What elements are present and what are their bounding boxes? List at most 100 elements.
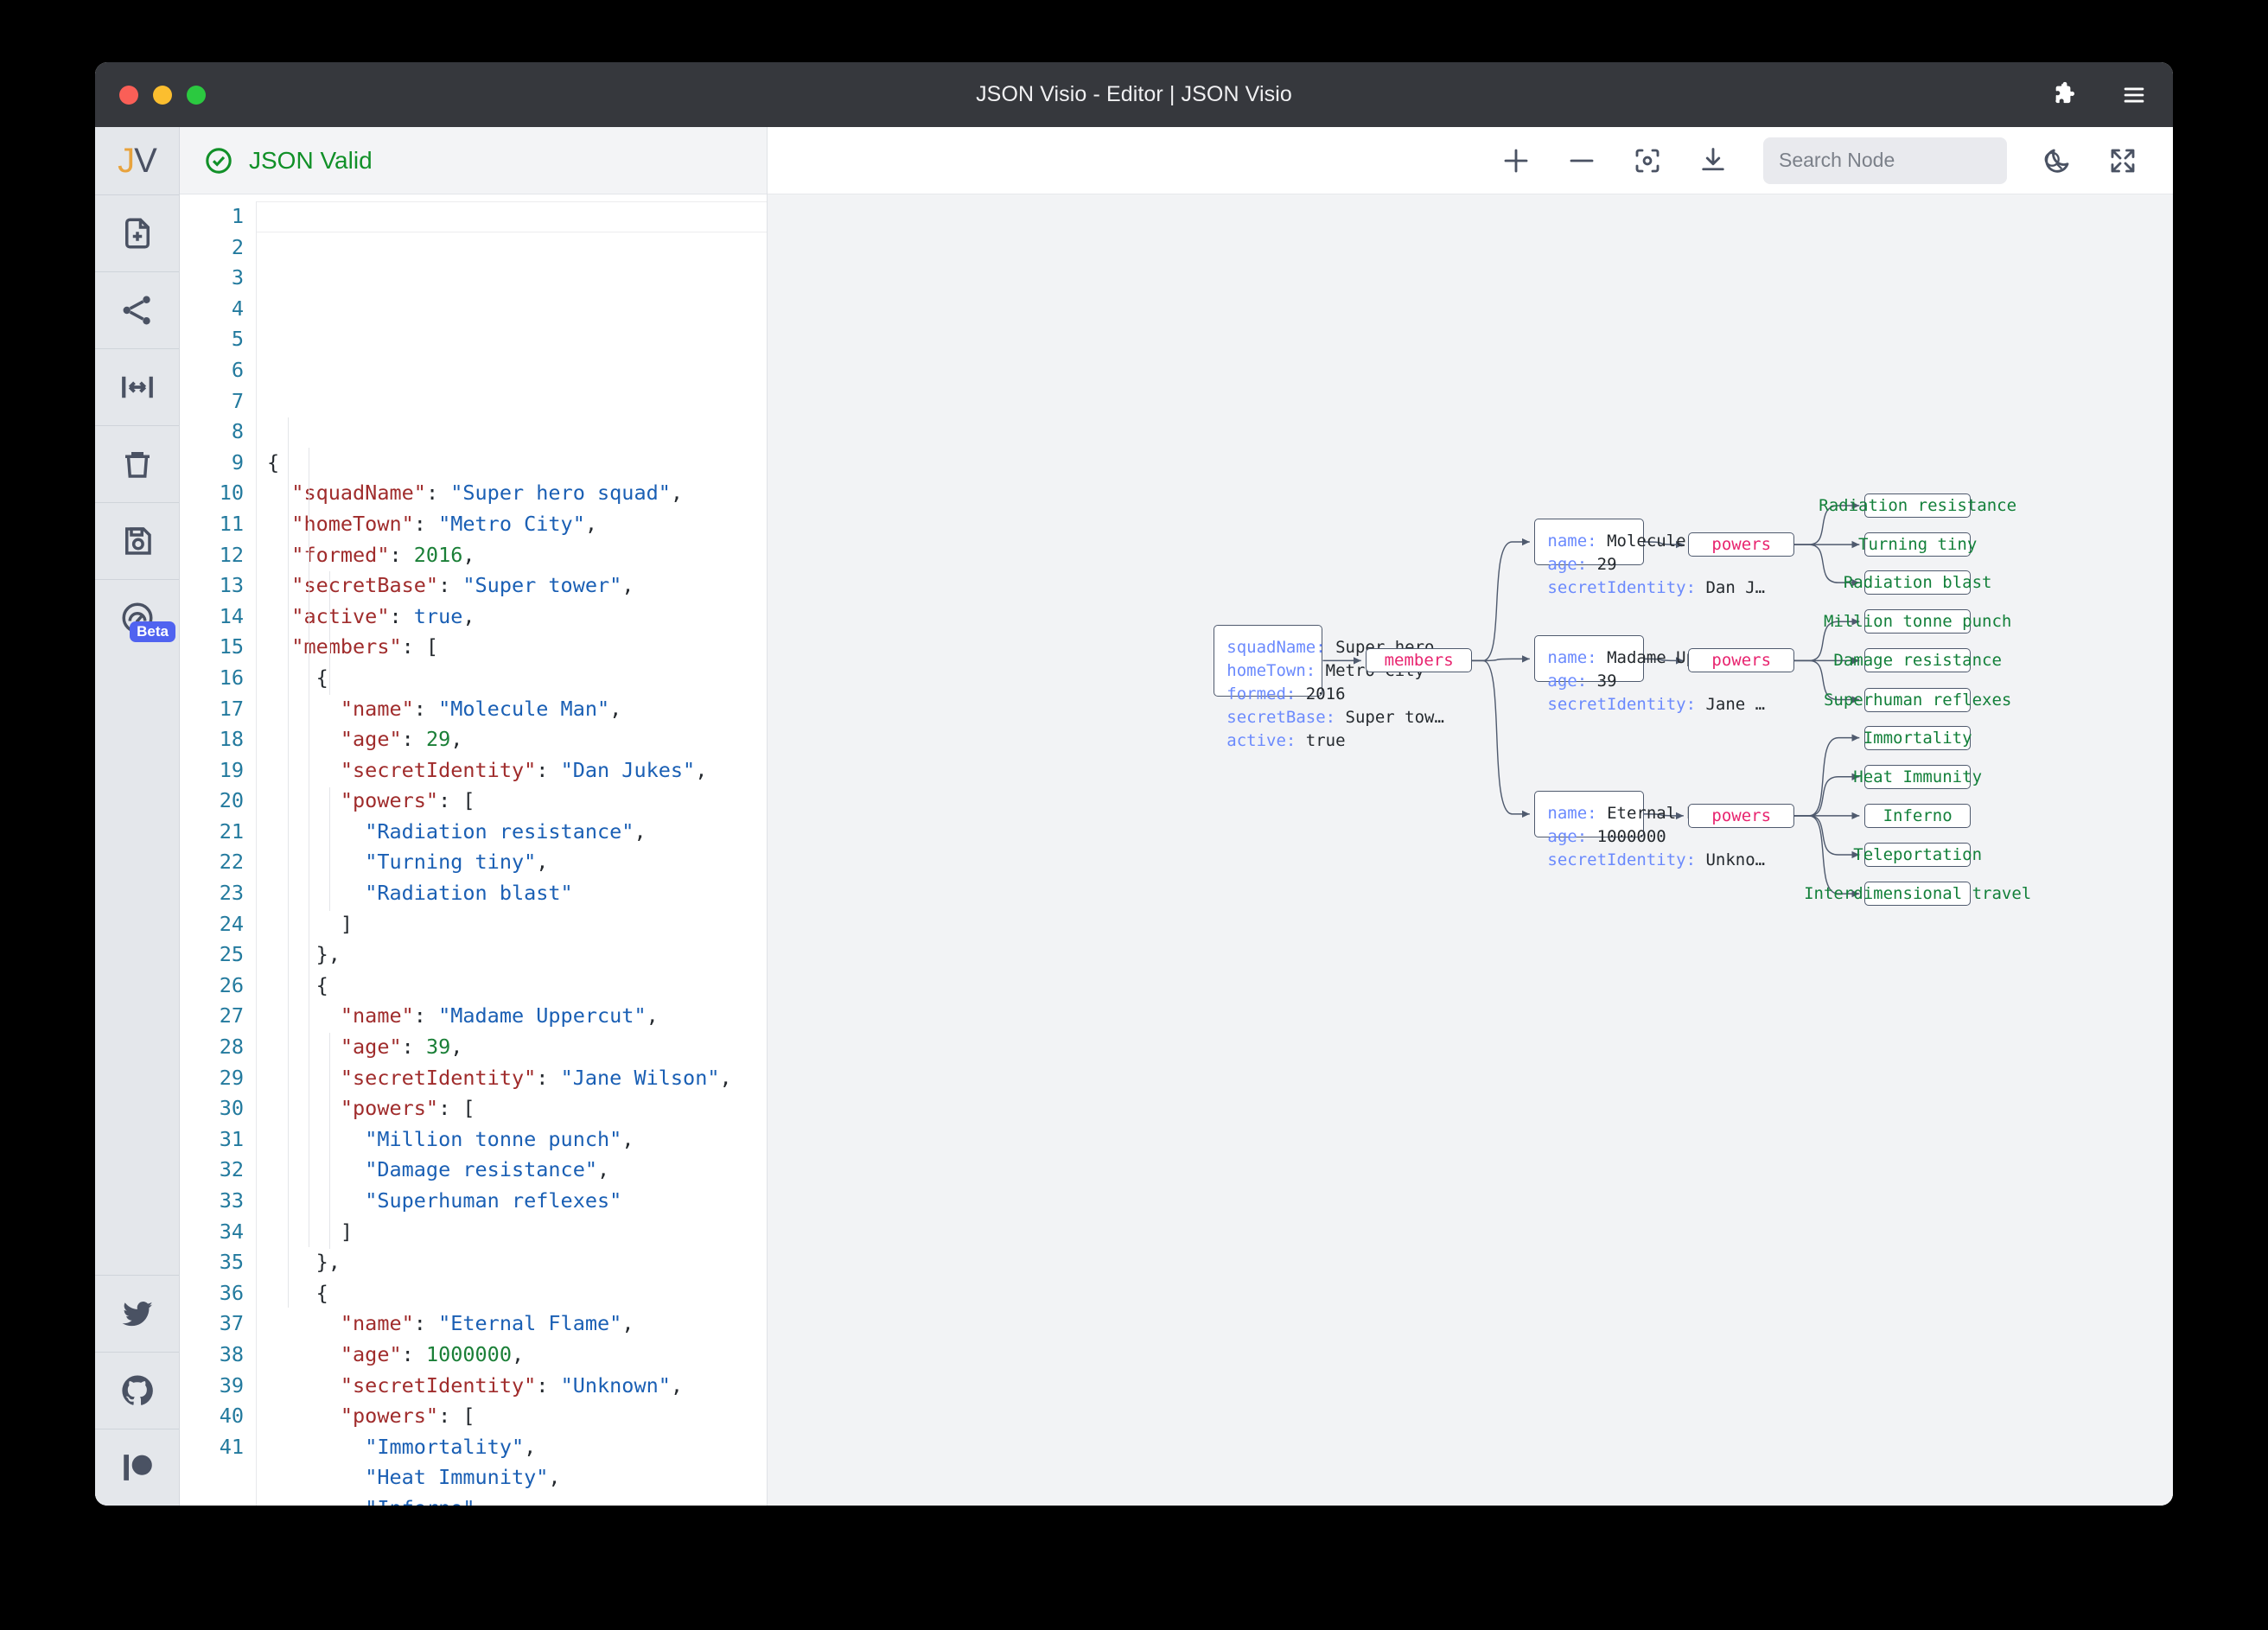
expand-horizontal-icon[interactable] xyxy=(95,348,179,425)
node-row-value: 2016 xyxy=(1305,684,1346,704)
graph-node-leaf[interactable]: Million tonne punch xyxy=(1824,609,2011,634)
line-number: 18 xyxy=(219,727,244,752)
new-file-icon[interactable] xyxy=(95,194,179,271)
node-row: age: 29 xyxy=(1547,553,1630,576)
graph-node-leaf[interactable]: Superhuman reflexes xyxy=(1824,687,2011,712)
node-row-value: true xyxy=(1305,731,1346,751)
patreon-icon[interactable] xyxy=(95,1429,179,1506)
graph-node-leaf[interactable]: Inferno xyxy=(1863,803,1972,828)
graph-node-leaf[interactable]: Turning tiny xyxy=(1858,532,1977,557)
code-line: "Damage resistance", xyxy=(365,1157,610,1182)
graph-node-parent[interactable]: powers xyxy=(1688,803,1794,828)
code-line: "age": 29, xyxy=(340,727,463,752)
line-number: 16 xyxy=(219,665,244,690)
gauge-icon[interactable]: Beta xyxy=(95,579,179,656)
graph-node-leaf[interactable]: Damage resistance xyxy=(1833,648,2002,673)
node-row: secretIdentity: Jane … xyxy=(1547,693,1765,716)
logo-letter-v: V xyxy=(134,141,157,180)
node-row-value: 39 xyxy=(1596,672,1617,691)
graph-edge xyxy=(1793,815,1860,898)
editor-status-bar: JSON Valid xyxy=(180,127,767,194)
node-row: formed: 2016 xyxy=(1226,683,1345,706)
line-number: 5 xyxy=(231,327,244,352)
line-number: 39 xyxy=(219,1372,244,1398)
graph-viewport[interactable]: squadName: Super hero…homeTown: Metro Ci… xyxy=(768,194,2173,1506)
node-row-key: name: xyxy=(1547,803,1608,823)
graph-node-leaf[interactable]: Teleportation xyxy=(1853,842,1982,868)
save-icon[interactable] xyxy=(95,502,179,579)
plus-icon[interactable] xyxy=(1500,145,1532,176)
focus-center-icon[interactable] xyxy=(1632,145,1663,176)
close-button[interactable] xyxy=(119,85,138,105)
line-number: 11 xyxy=(219,511,244,536)
graph-node-leaf[interactable]: Interdimensional travel xyxy=(1804,882,2031,907)
line-number: 23 xyxy=(219,881,244,906)
graph-node-object[interactable]: squadName: Super hero…homeTown: Metro Ci… xyxy=(1214,625,1444,750)
window-title: JSON Visio - Editor | JSON Visio xyxy=(976,82,1292,106)
moon-icon[interactable] xyxy=(2042,145,2073,176)
line-number: 40 xyxy=(219,1404,244,1429)
line-number: 37 xyxy=(219,1311,244,1336)
share-graph-icon[interactable] xyxy=(95,271,179,348)
graph-node-parent[interactable]: members xyxy=(1366,648,1472,673)
code-line: "secretIdentity": "Jane Wilson", xyxy=(340,1065,732,1090)
check-circle-icon xyxy=(204,146,233,175)
code-line: "Inferno", xyxy=(267,1493,767,1506)
node-row-key: age: xyxy=(1547,554,1597,574)
line-number: 1 xyxy=(231,204,244,228)
code-line: "name": "Madame Uppercut", xyxy=(340,1003,659,1028)
line-number: 27 xyxy=(219,1003,244,1028)
graph-edge xyxy=(1793,659,1860,704)
graph-node-parent[interactable]: powers xyxy=(1688,648,1794,673)
graph-edge xyxy=(1643,812,1684,820)
search-node-box[interactable] xyxy=(1763,137,2063,184)
line-number: 24 xyxy=(219,911,244,936)
line-number: 36 xyxy=(219,1280,244,1305)
code-content[interactable]: { "squadName": "Super hero squad", "home… xyxy=(257,201,767,1506)
code-line: "name": "Molecule Man", xyxy=(340,696,622,721)
node-row-key: name: xyxy=(1547,648,1608,668)
node-row: name: Madame Uppercut xyxy=(1547,646,1755,670)
graph-node-leaf[interactable]: Immortality xyxy=(1863,725,1972,750)
graph-node-leaf[interactable]: Radiation blast xyxy=(1844,570,1991,595)
minimize-button[interactable] xyxy=(153,85,172,105)
node-row-key: age: xyxy=(1547,672,1597,691)
node-row-key: squadName: xyxy=(1226,638,1336,658)
node-row: age: 1000000 xyxy=(1547,825,1666,849)
extension-icon[interactable] xyxy=(2050,80,2080,110)
node-row-key: secretIdentity: xyxy=(1547,850,1706,869)
minus-icon[interactable] xyxy=(1566,145,1597,176)
node-row-value: Dan J… xyxy=(1705,577,1766,597)
fullscreen-icon[interactable] xyxy=(2107,145,2138,176)
node-row: name: Molecule Man xyxy=(1547,530,1725,553)
code-line: "members": [ xyxy=(291,634,439,659)
graph-node-parent[interactable]: powers xyxy=(1688,532,1794,557)
line-number: 30 xyxy=(219,1096,244,1121)
download-icon[interactable] xyxy=(1698,145,1729,176)
github-icon[interactable] xyxy=(95,1352,179,1429)
code-line: "name": "Eternal Flame", xyxy=(340,1311,634,1336)
line-number: 29 xyxy=(219,1065,244,1090)
line-number: 33 xyxy=(219,1188,244,1213)
line-number: 28 xyxy=(219,1035,244,1060)
node-row-key: name: xyxy=(1547,531,1608,551)
graph-node-leaf[interactable]: Heat Immunity xyxy=(1853,764,1982,789)
twitter-icon[interactable] xyxy=(95,1275,179,1352)
trash-icon[interactable] xyxy=(95,425,179,502)
code-line: }, xyxy=(267,942,341,967)
menu-icon[interactable] xyxy=(2119,80,2149,110)
search-input[interactable] xyxy=(1779,149,2035,172)
node-row: age: 39 xyxy=(1547,670,1630,693)
code-line: "Heat Immunity", xyxy=(365,1465,561,1490)
graph-node-leaf[interactable]: Radiation resistance xyxy=(1819,493,2016,518)
line-number: 25 xyxy=(219,942,244,967)
maximize-button[interactable] xyxy=(187,85,206,105)
line-number: 10 xyxy=(219,481,244,506)
